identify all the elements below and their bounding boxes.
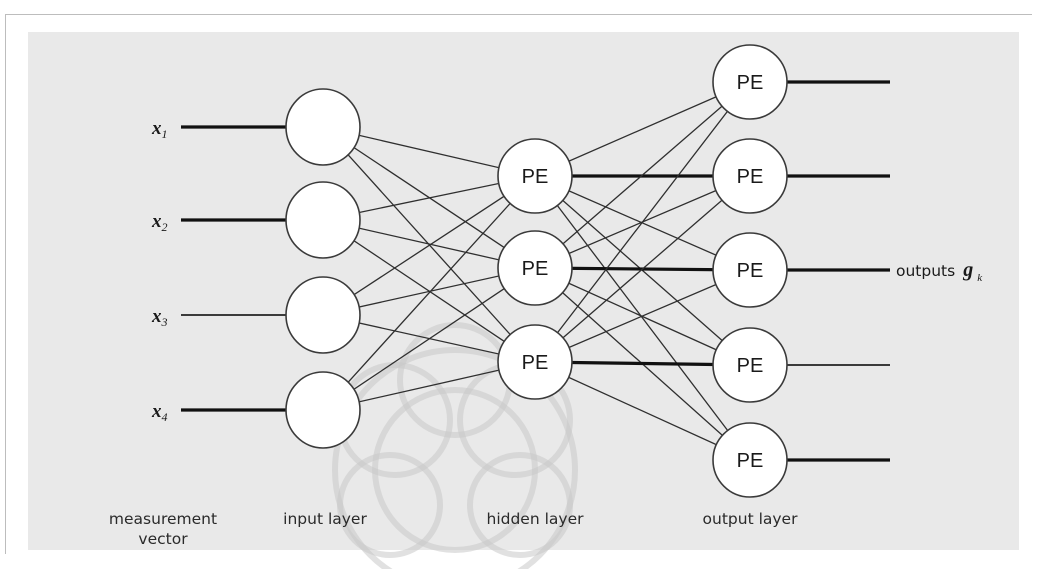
output-node-1 [712, 44, 788, 120]
output-node-3 [712, 232, 788, 308]
frame-left-border [5, 14, 6, 554]
connection-input-4-hidden-2 [322, 267, 536, 411]
outputs-text: outputs [896, 262, 955, 280]
outputs-label: outputs g k [896, 259, 983, 284]
input-label-1: x1 [151, 118, 168, 141]
connection-hidden-2-output-1 [534, 81, 751, 269]
output-node-5 [712, 422, 788, 498]
input-layer-label: input layer [283, 510, 367, 528]
connection-hidden-3-output-3 [534, 269, 751, 363]
hidden-node-2 [497, 230, 573, 306]
output-node-label-5: PE [737, 450, 764, 472]
connection-input-4-hidden-1 [322, 175, 536, 411]
connection-hidden-1-output-5 [534, 175, 751, 461]
input-node-4 [285, 371, 361, 449]
output-node-4 [712, 327, 788, 403]
hidden-node-label-2: PE [522, 258, 549, 280]
connection-input-3-hidden-1 [322, 175, 536, 316]
hidden-node-label-3: PE [522, 352, 549, 374]
nodes: PE PE PE PE PE PE PE PE [285, 44, 788, 498]
output-node-label-1: PE [737, 72, 764, 94]
input-node-3 [285, 276, 361, 354]
output-node-2 [712, 138, 788, 214]
watermark-seal [332, 322, 578, 569]
hidden-node-label-1: PE [522, 166, 549, 188]
measurement-vector-label-line2: vector [138, 530, 188, 548]
outputs-subscript: k [977, 272, 983, 284]
io-lines: x1 x2 x3 x4 [151, 80, 890, 462]
output-node-label-3: PE [737, 260, 764, 282]
connection-hidden-3-output-5 [534, 361, 751, 461]
output-layer-label: output layer [703, 510, 799, 528]
hidden-node-1 [497, 138, 573, 214]
connection-hidden-3-output-1 [534, 81, 751, 363]
hidden-layer-label: hidden layer [487, 510, 585, 528]
outputs-symbol: g [962, 259, 973, 281]
input-label-4: x4 [151, 401, 168, 424]
connection-hidden-1-output-1 [534, 81, 751, 177]
output-node-label-2: PE [737, 166, 764, 188]
connection-hidden-3-output-2 [534, 175, 751, 363]
frame-top-border [5, 14, 1032, 15]
input-label-3: x3 [151, 306, 168, 329]
measurement-vector-label-line1: measurement [109, 510, 217, 528]
input-node-1 [285, 88, 361, 166]
input-node-2 [285, 181, 361, 259]
hidden-node-3 [497, 324, 573, 400]
labels: measurement vector input layer hidden la… [109, 259, 983, 548]
output-node-label-4: PE [737, 355, 764, 377]
input-label-2: x2 [151, 211, 168, 234]
